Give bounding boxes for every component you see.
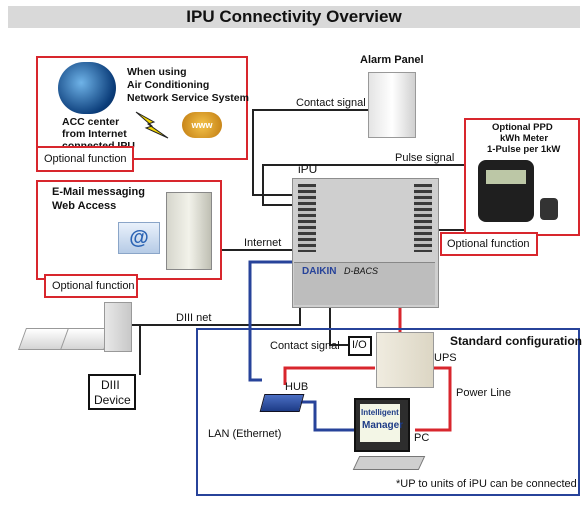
- contact-signal-label: Contact signal: [270, 340, 340, 352]
- pulse-signal-wire: [262, 164, 465, 206]
- io-wire: [329, 305, 348, 346]
- ups-hub-wire: [283, 366, 375, 385]
- pulse-signal-label: Pulse signal: [395, 152, 455, 164]
- email-heading-1: E-Mail messaging: [52, 186, 145, 198]
- ipu-label: iPU: [298, 162, 318, 176]
- ipu-brand: DAIKIN: [302, 266, 337, 277]
- lightning-icon: [134, 110, 170, 140]
- diii-net-label: DIII net: [176, 312, 212, 324]
- intelligent-manager-line-2: Manager: [362, 420, 404, 431]
- ipu-terminal-strip-left: [298, 184, 316, 252]
- outdoor-unit-image: [104, 302, 132, 352]
- diii-device-box: [88, 374, 136, 410]
- ppd-optional-tag: [440, 232, 538, 256]
- ipu-model: D-BACS: [344, 266, 379, 276]
- standard-config-title: Standard configuration: [450, 334, 582, 348]
- alarm-panel-label: Alarm Panel: [360, 54, 424, 66]
- hub-label: HUB: [285, 381, 309, 393]
- ups-image: [376, 332, 434, 388]
- kwh-meter-display: [486, 170, 526, 184]
- ppd-heading-2: kWh Meter: [500, 133, 549, 144]
- intelligent-manager-line-1: Intelligent: [361, 408, 399, 417]
- email-icon: @: [118, 222, 160, 254]
- power-line-wire: [415, 366, 452, 432]
- email-heading-2: Web Access: [52, 200, 117, 212]
- diii-device-line-1: DIII: [101, 378, 120, 392]
- pulse-clamp-image: [540, 198, 558, 220]
- acc-computer-image: [58, 62, 116, 114]
- pc-keyboard: [352, 456, 426, 470]
- hub-image: [259, 394, 305, 412]
- ipu-front-panel: [294, 262, 435, 305]
- alarm-panel-image: [368, 72, 416, 138]
- diii-net-wire: [130, 305, 301, 326]
- acc-center-2: from Internet: [62, 128, 127, 140]
- standard-configuration-box: [196, 328, 580, 496]
- acc-optional-label: Optional function: [44, 153, 127, 165]
- ppd-optional-label: Optional function: [447, 238, 530, 250]
- email-optional-tag: [44, 274, 138, 298]
- ppd-heading-3: 1-Pulse per 1kW: [487, 144, 561, 155]
- ipu-terminal-strip-right: [414, 184, 432, 252]
- pc-label: PC: [414, 432, 430, 444]
- ups-label: UPS: [434, 352, 457, 364]
- page-title: IPU Connectivity Overview: [8, 6, 580, 28]
- contact-signal-top-label: Contact signal: [296, 97, 366, 109]
- lan-pc-wire: [300, 400, 355, 432]
- acc-heading-3: Network Service System: [127, 92, 249, 104]
- standard-config-footnote: *UP to units of iPU can be connected: [396, 478, 577, 490]
- diii-device-line-2: Device: [94, 393, 131, 407]
- server-tower-image: [166, 192, 212, 270]
- acc-center-1: ACC center: [62, 116, 120, 128]
- acc-heading-2: Air Conditioning: [127, 79, 210, 91]
- power-line-label: Power Line: [456, 387, 512, 399]
- acc-heading-1: When using: [127, 66, 187, 78]
- lan-label: LAN (Ethernet): [208, 428, 282, 440]
- pc-screen: [360, 404, 400, 442]
- ppd-heading-1: Optional PPD: [492, 122, 553, 133]
- www-label: www: [191, 120, 213, 130]
- io-box: [348, 336, 372, 356]
- acc-optional-tag: [36, 146, 134, 172]
- lan-wire: [248, 260, 292, 382]
- io-label: I/O: [352, 339, 367, 351]
- email-optional-label: Optional function: [52, 280, 135, 292]
- internet-label: Internet: [244, 237, 282, 249]
- contact-signal-wire: [252, 109, 375, 196]
- www-globe-icon: www: [182, 112, 222, 138]
